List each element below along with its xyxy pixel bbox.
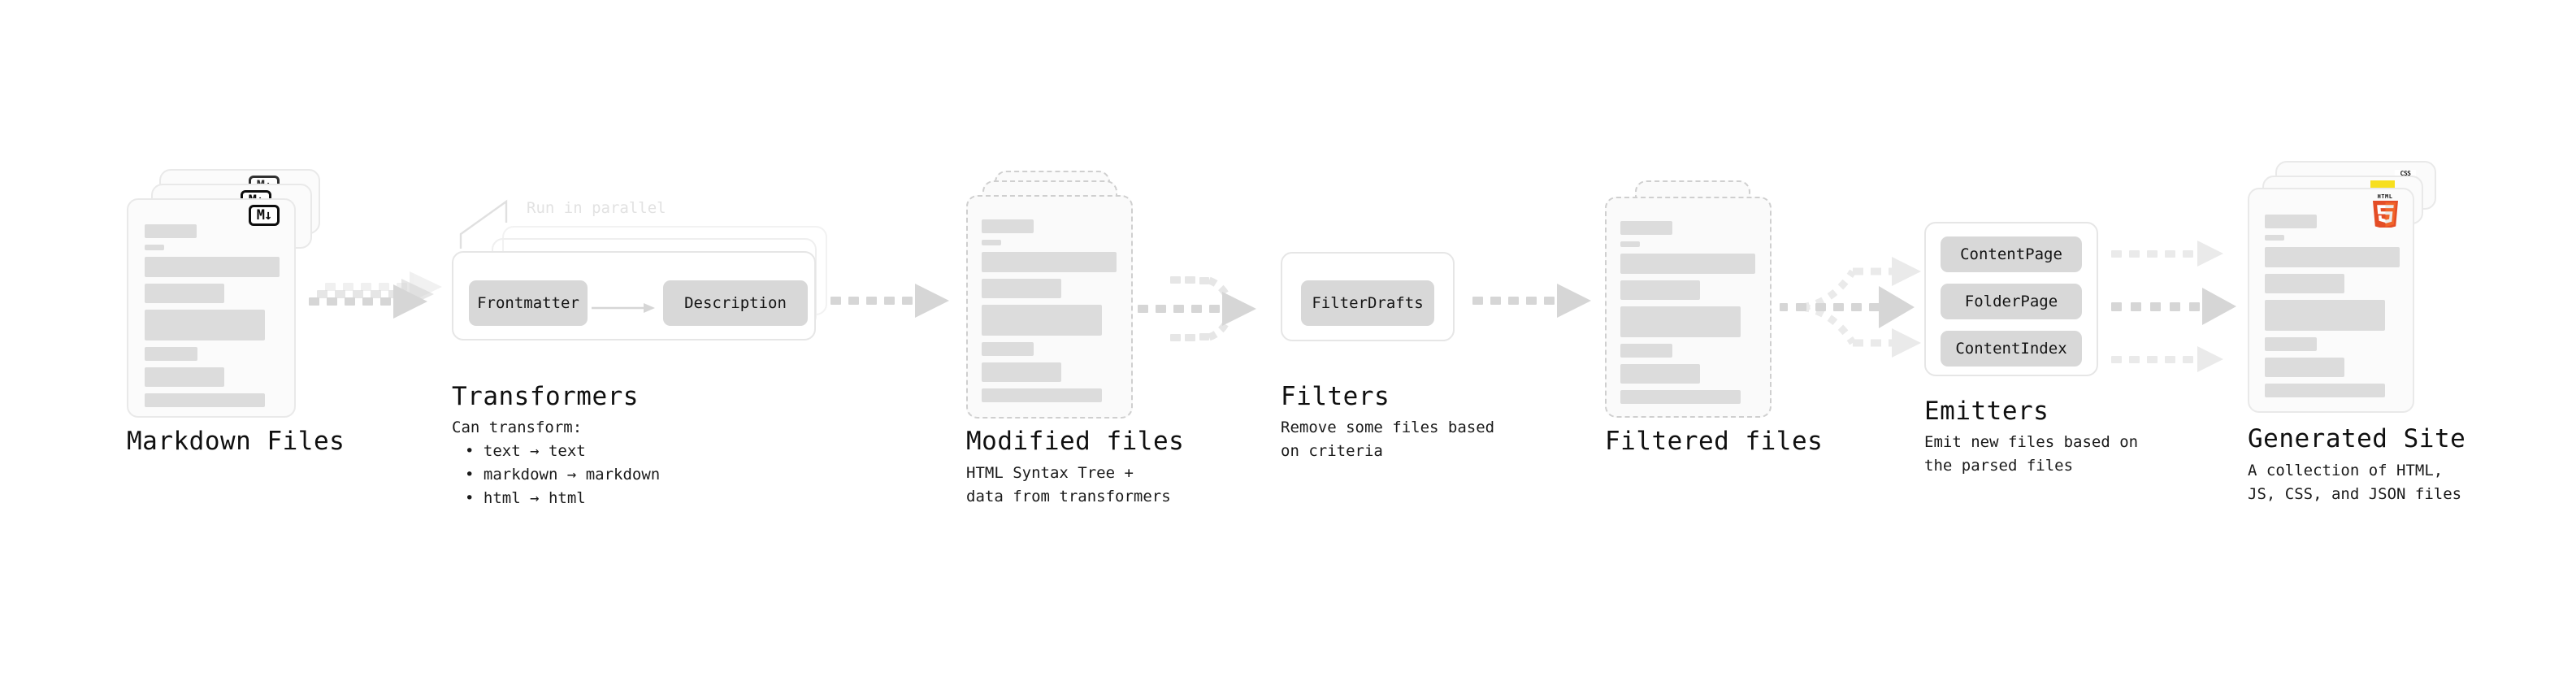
- arrow-filters-to-filtered: [1472, 284, 1591, 318]
- content-bar: [982, 305, 1102, 336]
- modified-files-subtitle: HTML Syntax Tree + data from transformer…: [966, 464, 1171, 505]
- content-bar: [1620, 306, 1741, 337]
- html5-shield-shape: [2372, 201, 2398, 228]
- content-bar: [2265, 235, 2284, 241]
- content-bar: [2265, 300, 2385, 331]
- content-bar: [982, 342, 1034, 356]
- content-bar: [982, 252, 1117, 272]
- transformers-bullet-2: • html → html: [465, 489, 586, 507]
- content-bar: [2265, 247, 2400, 267]
- content-bar: [145, 284, 224, 303]
- emitters-subtitle: Emit new files based on the parsed files: [1924, 433, 2139, 475]
- content-bar: [2265, 274, 2344, 293]
- arrow-markdown-to-transformers: [309, 271, 442, 319]
- transformers-bullet-0: • text → text: [465, 442, 586, 460]
- arrow-filtered-to-emitters: [1780, 257, 1921, 358]
- filtered-card-content: [1620, 221, 1755, 410]
- html5-icon: HTML: [2371, 193, 2399, 228]
- content-bar: [2265, 215, 2317, 228]
- content-bar: [145, 245, 164, 250]
- content-bar: [982, 279, 1061, 298]
- content-bar: [145, 347, 197, 361]
- filter-node-filterdrafts[interactable]: FilterDrafts: [1301, 280, 1434, 326]
- modified-files-title: Modified files: [966, 427, 1185, 456]
- content-bar: [1620, 390, 1741, 404]
- content-bar: [982, 388, 1102, 402]
- parallel-bracket-icon: [459, 199, 508, 249]
- content-bar: [2265, 384, 2385, 397]
- content-bar: [145, 257, 280, 277]
- content-bar: [982, 219, 1034, 233]
- frontmatter-to-description-arrow: [592, 303, 655, 313]
- markdown-badge-front: M↓: [249, 205, 280, 226]
- content-bar: [145, 310, 265, 340]
- content-bar: [1620, 280, 1700, 300]
- markdown-card-content: [145, 224, 280, 414]
- content-bar: [2265, 337, 2317, 351]
- content-bar: [145, 224, 197, 238]
- transformers-bullet-1: • markdown → markdown: [465, 466, 661, 484]
- generated-site-title: Generated Site: [2248, 424, 2466, 453]
- content-bar: [1620, 241, 1640, 247]
- filters-subtitle: Remove some files based on criteria: [1281, 419, 1495, 460]
- site-card-content: [2265, 215, 2400, 404]
- content-bar: [982, 362, 1061, 382]
- arrow-transformers-to-modified: [830, 284, 949, 318]
- transformer-node-description[interactable]: Description: [663, 280, 808, 326]
- content-bar: [982, 240, 1001, 245]
- content-bar: [2265, 358, 2344, 377]
- emitter-node-contentpage[interactable]: ContentPage: [1941, 236, 2082, 272]
- content-bar: [1620, 254, 1755, 274]
- markdown-files-title: Markdown Files: [127, 427, 345, 456]
- transformer-node-frontmatter[interactable]: Frontmatter: [469, 280, 588, 326]
- html5-wordmark: HTML: [2377, 193, 2393, 200]
- arrow-emitters-to-site: [2111, 241, 2236, 372]
- emitter-node-folderpage[interactable]: FolderPage: [1941, 284, 2082, 319]
- generated-site-subtitle: A collection of HTML, JS, CSS, and JSON …: [2248, 462, 2462, 503]
- content-bar: [1620, 364, 1700, 384]
- content-bar: [145, 367, 224, 387]
- transformers-title: Transformers: [452, 382, 639, 411]
- content-bar: [1620, 221, 1672, 235]
- filters-title: Filters: [1281, 382, 1390, 411]
- transformers-subtitle: Can transform:: [452, 419, 583, 436]
- modified-card-content: [982, 219, 1117, 409]
- content-bar: [1620, 344, 1672, 358]
- run-in-parallel-note: Run in parallel: [527, 199, 666, 217]
- emitters-title: Emitters: [1924, 397, 2049, 426]
- content-bar: [145, 393, 265, 407]
- filtered-files-title: Filtered files: [1605, 427, 1824, 456]
- arrow-modified-to-filters: [1138, 276, 1256, 341]
- emitter-node-contentindex[interactable]: ContentIndex: [1941, 331, 2082, 367]
